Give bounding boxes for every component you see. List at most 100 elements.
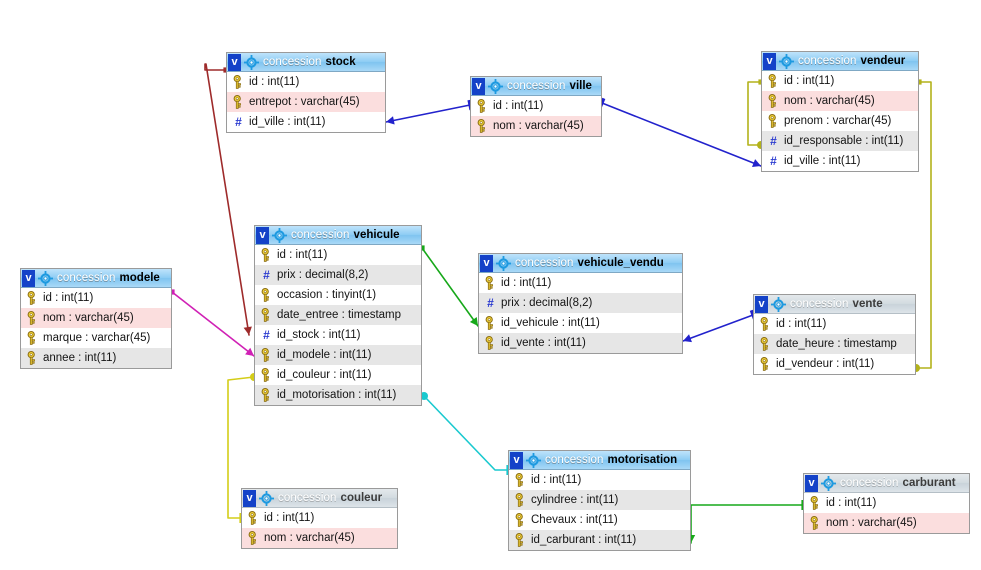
table-column-row[interactable]: Chevaux : int(11): [509, 510, 690, 530]
table-column-row[interactable]: id : int(11): [804, 493, 969, 513]
rel-modele-vehicule[interactable]: [171, 291, 255, 357]
table-column-row[interactable]: id : int(11): [255, 245, 421, 265]
table-column-row[interactable]: #id_responsable : int(11): [762, 131, 918, 151]
rel-ville-vendeur[interactable]: [601, 102, 762, 167]
table-column-row[interactable]: entrepot : varchar(45): [227, 92, 385, 112]
rel-vehiculevendu-vente[interactable]: [682, 314, 754, 342]
table-name-label: ville: [569, 80, 592, 92]
key-icon: [232, 74, 245, 89]
table-column-row[interactable]: marque : varchar(45): [21, 328, 171, 348]
table-column-row[interactable]: occasion : tinyint(1): [255, 285, 421, 305]
key-icon: [767, 113, 780, 128]
rel-stock-vehicule-end-cap: [243, 326, 252, 335]
key-icon: [514, 533, 527, 547]
rel-vehicule-vehiculevendu[interactable]: [421, 247, 479, 327]
key-icon: [260, 367, 273, 382]
table-column-row[interactable]: annee : int(11): [21, 348, 171, 368]
rel-stock-ville[interactable]: [385, 104, 471, 123]
table-name-label: modele: [119, 272, 160, 284]
table-column-row[interactable]: id : int(11): [471, 96, 601, 116]
gear-icon: [38, 270, 53, 286]
table-column-row[interactable]: #prix : decimal(8,2): [479, 293, 682, 313]
key-icon: [484, 275, 497, 290]
table-column-row[interactable]: date_entree : timestamp: [255, 305, 421, 325]
table-column-row[interactable]: nom : varchar(45): [762, 91, 918, 111]
rel-vendeur-self[interactable]: [747, 81, 762, 146]
table-column-row[interactable]: prenom : varchar(45): [762, 111, 918, 131]
table-name-label: couleur: [340, 492, 383, 504]
view-badge-icon: v: [22, 270, 35, 287]
table-schema-label: concession: [515, 257, 574, 269]
key-icon: [484, 315, 497, 330]
table-column-row[interactable]: #id_ville : int(11): [227, 112, 385, 132]
table-column-row[interactable]: id_carburant : int(11): [509, 530, 690, 550]
table-column-row[interactable]: id : int(11): [754, 314, 915, 334]
table-column-row[interactable]: nom : varchar(45): [242, 528, 397, 548]
key-icon: [514, 492, 527, 507]
column-label: id_couleur : int(11): [277, 368, 372, 381]
table-column-row[interactable]: date_heure : timestamp: [754, 334, 915, 354]
table-column-row[interactable]: #prix : decimal(8,2): [255, 265, 421, 285]
table-column-row[interactable]: id_motorisation : int(11): [255, 385, 421, 405]
gear-icon: [526, 452, 541, 468]
view-badge-icon: v: [256, 227, 269, 244]
table-column-row[interactable]: id : int(11): [479, 273, 682, 293]
table-schema-label: concession: [790, 298, 849, 310]
table-column-row[interactable]: cylindree : int(11): [509, 490, 690, 510]
table-schema-label: concession: [507, 80, 566, 92]
table-column-row[interactable]: id_modele : int(11): [255, 345, 421, 365]
column-label: prenom : varchar(45): [784, 114, 892, 127]
table-column-row[interactable]: id_vente : int(11): [479, 333, 682, 353]
column-label: id_ville : int(11): [784, 155, 861, 167]
view-badge-icon: v: [228, 54, 241, 71]
table-column-row[interactable]: #id_stock : int(11): [255, 325, 421, 345]
column-label: id : int(11): [826, 496, 877, 509]
table-column-row[interactable]: nom : varchar(45): [804, 513, 969, 533]
column-label: prix : decimal(8,2): [501, 296, 593, 309]
column-label: prix : decimal(8,2): [277, 268, 369, 281]
table-column-row[interactable]: id_couleur : int(11): [255, 365, 421, 385]
table-column-row[interactable]: id : int(11): [21, 288, 171, 308]
rel-carburant-motorisation[interactable]: [690, 504, 804, 544]
table-column-row[interactable]: nom : varchar(45): [21, 308, 171, 328]
table-column-row[interactable]: id : int(11): [227, 72, 385, 92]
table-schema-label: concession: [57, 272, 116, 284]
view-badge-icon: v: [480, 255, 493, 272]
table-column-row[interactable]: id_vehicule : int(11): [479, 313, 682, 333]
column-label: marque : varchar(45): [43, 331, 151, 344]
table-column-row[interactable]: id : int(11): [242, 508, 397, 528]
column-label: id_modele : int(11): [277, 348, 372, 361]
table-column-row[interactable]: id : int(11): [762, 71, 918, 91]
table-column-row[interactable]: id_vendeur : int(11): [754, 354, 915, 374]
column-label: nom : varchar(45): [784, 94, 875, 107]
column-label: nom : varchar(45): [493, 120, 584, 132]
column-label: occasion : tinyint(1): [277, 288, 377, 301]
key-icon: [476, 98, 489, 113]
rel-motorisation-vehicule[interactable]: [423, 395, 509, 471]
table-column-row[interactable]: nom : varchar(45): [471, 116, 601, 136]
table-column-row[interactable]: id : int(11): [509, 470, 690, 490]
table-column-row[interactable]: #id_ville : int(11): [762, 151, 918, 171]
key-icon: [26, 351, 39, 365]
